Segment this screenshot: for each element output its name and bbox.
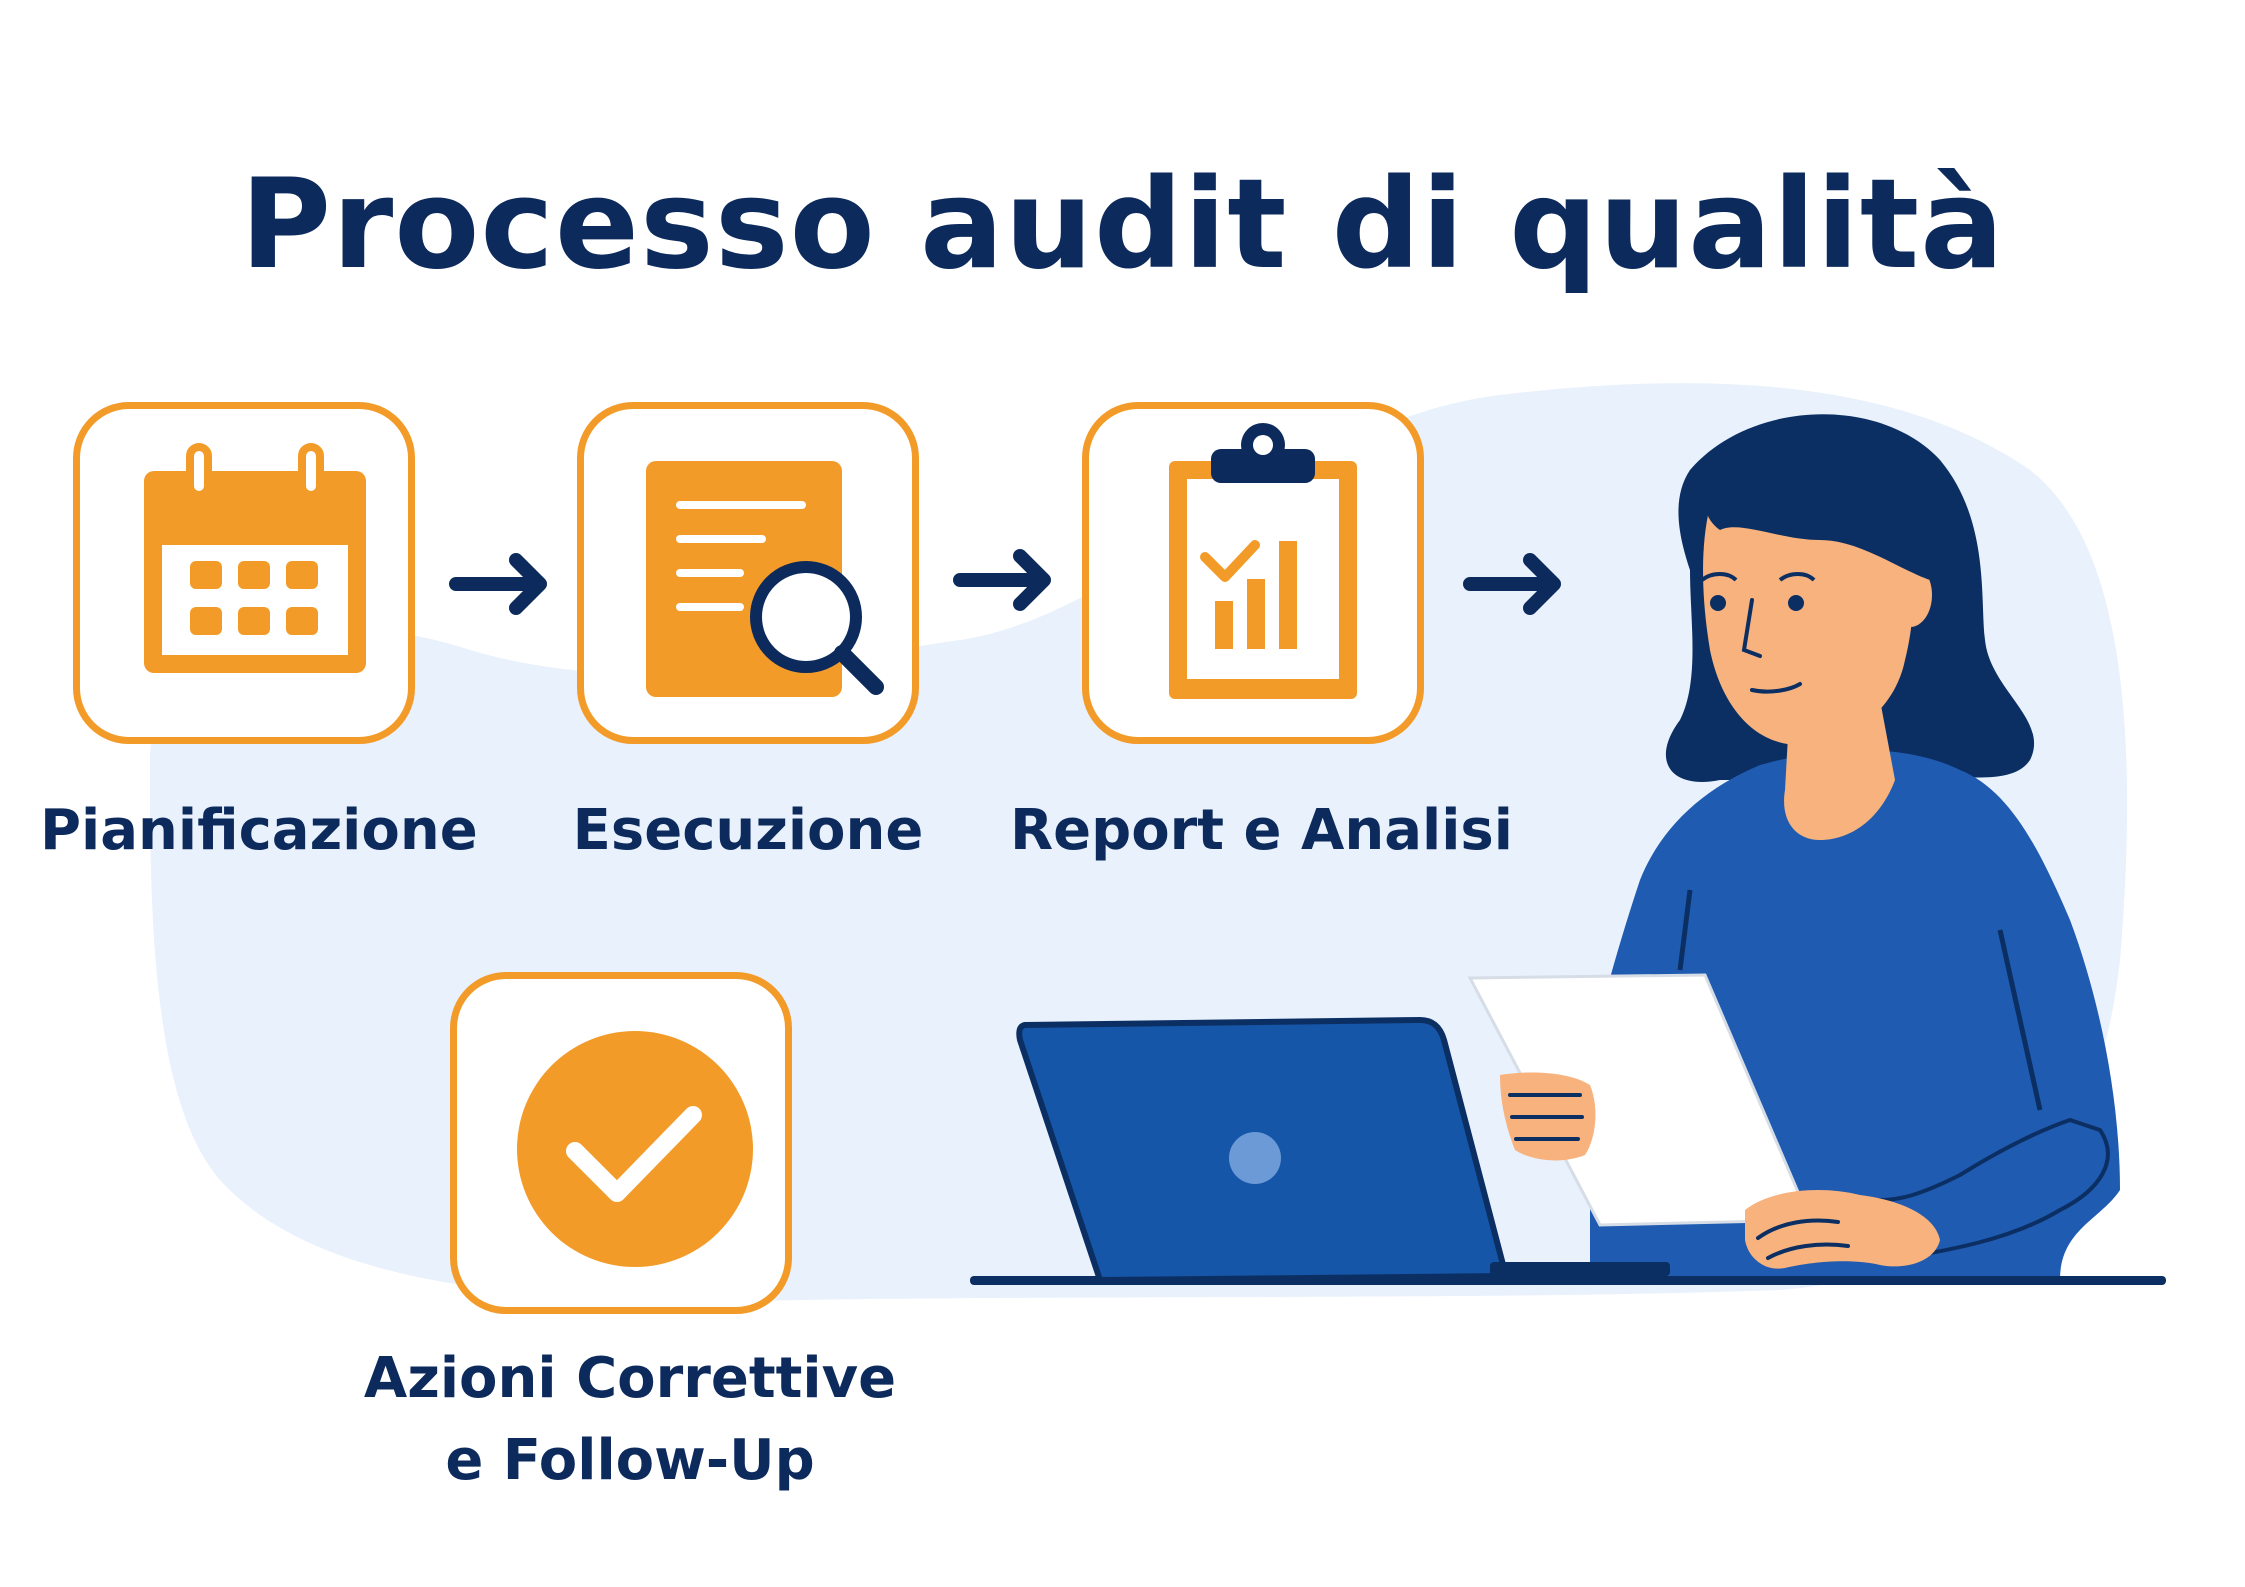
arrow-right-icon	[953, 549, 1051, 611]
woman-laptop-illustration	[970, 414, 2166, 1285]
step-label-execution: Esecuzione	[572, 798, 924, 863]
step-label-report: Report e Analisi	[1010, 798, 1513, 863]
step-card-execution	[577, 402, 919, 744]
step-card-corrective	[450, 972, 792, 1314]
page-title: Processo audit di qualità	[240, 153, 2005, 297]
step-card-planning	[73, 402, 415, 744]
document-search-icon	[646, 461, 884, 697]
step-label-corrective-line2: e Follow-Up	[445, 1428, 815, 1493]
arrow-right-icon	[449, 553, 547, 615]
step-label-corrective: Azioni Correttive e Follow-Up	[330, 1338, 930, 1502]
step-label-planning: Pianificazione	[40, 798, 478, 863]
calendar-icon	[144, 443, 366, 673]
arrow-right-icon	[1463, 553, 1561, 615]
clipboard-chart-icon	[1169, 423, 1357, 699]
step-card-report	[1082, 402, 1424, 744]
check-circle-icon	[517, 1031, 753, 1267]
step-label-corrective-line1: Azioni Correttive	[363, 1346, 897, 1411]
